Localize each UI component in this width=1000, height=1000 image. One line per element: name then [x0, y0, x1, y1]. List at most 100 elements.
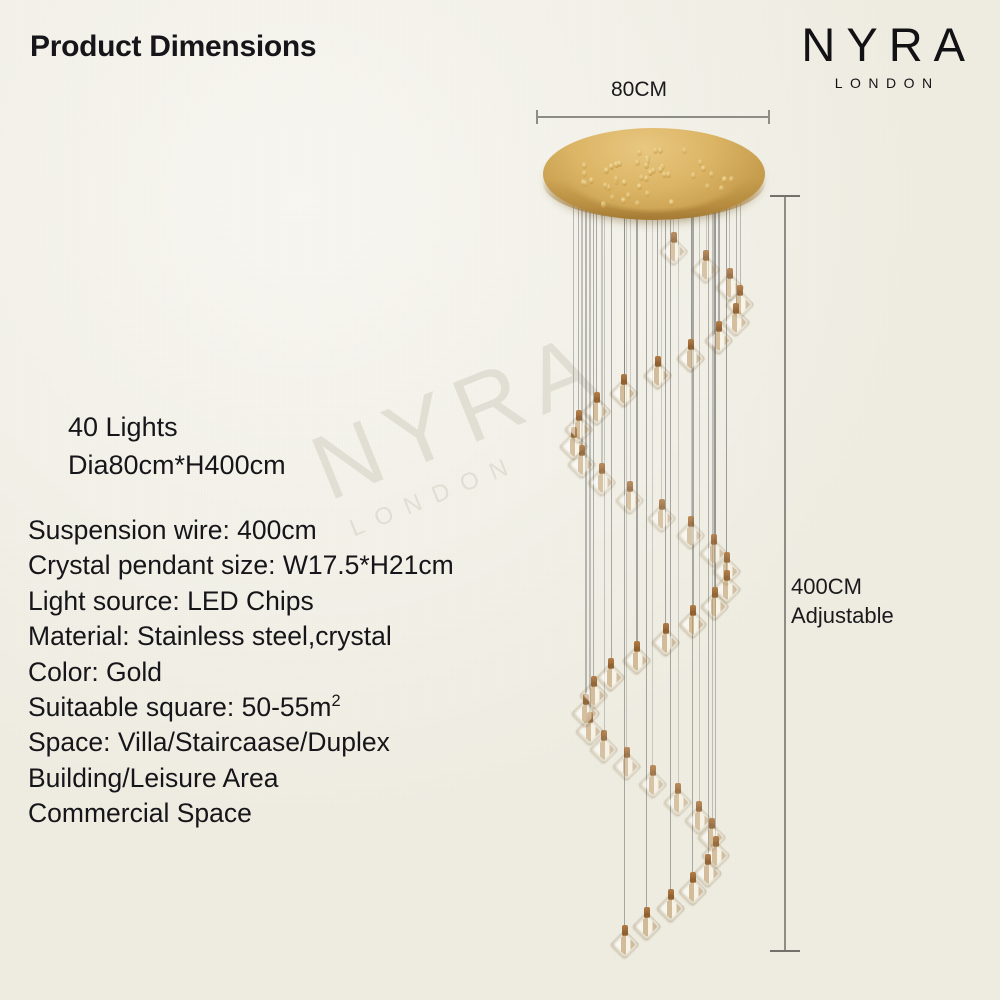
crystal-cube — [659, 237, 689, 267]
suspension-wire — [652, 148, 653, 765]
pendant-cap — [621, 374, 627, 385]
suspension-wire — [714, 190, 715, 587]
spec-item-space: Space: Villa/Staircaase/Duplex — [28, 725, 454, 760]
canopy-bead — [637, 183, 642, 190]
spec-item-color: Color: Gold — [28, 655, 454, 690]
height-dimension-tick-bottom — [770, 950, 800, 952]
pendant-cap — [688, 516, 694, 527]
crystal-cube — [712, 574, 742, 604]
canopy-bead — [653, 147, 658, 154]
pendant-cap — [712, 587, 718, 598]
pendant-cap — [688, 339, 694, 350]
pendant-cap — [634, 641, 640, 652]
page-title: Product Dimensions — [30, 30, 316, 64]
suspension-wire — [646, 197, 647, 907]
suspension-wire — [736, 184, 737, 303]
pendant-cap — [599, 463, 605, 474]
canopy-bead — [639, 174, 644, 181]
spec-item-space-cont-2: Commercial Space — [28, 796, 454, 831]
suspension-wire — [678, 150, 679, 783]
pendant-cap — [727, 268, 733, 279]
canopy-bead — [614, 175, 619, 182]
suspension-wire — [691, 204, 692, 338]
pendant-cap — [627, 481, 633, 492]
suspension-wire — [665, 202, 666, 623]
canopy-bead — [709, 171, 714, 178]
pendant-cap — [624, 747, 630, 758]
crystal-cube — [597, 663, 627, 693]
suspension-wire — [585, 177, 586, 694]
square-meter-exponent: 2 — [331, 692, 340, 710]
canopy-bead — [635, 159, 640, 166]
crystal-cube — [712, 556, 742, 586]
suspension-wire — [596, 197, 597, 392]
pendant-cap — [668, 889, 674, 900]
pendant-cap — [671, 232, 677, 243]
canopy-bead — [589, 177, 594, 184]
pendant-cap — [737, 285, 743, 296]
height-dimension-tick-top — [770, 195, 800, 197]
crystal-cube — [564, 414, 594, 444]
pendant-cap — [696, 801, 702, 812]
canopy-bead — [691, 172, 696, 179]
ceiling-canopy-plate — [543, 128, 765, 220]
spec-item-suitable-square: Suitaable square: 50-55m2 — [28, 690, 454, 725]
pendant-cap — [601, 730, 607, 741]
suspension-wire — [692, 192, 693, 871]
width-dimension-tick-right — [768, 110, 770, 124]
canopy-bead — [582, 170, 587, 177]
canopy-bead — [669, 199, 674, 206]
suspension-wire — [630, 144, 631, 480]
pendant-cap — [659, 499, 665, 510]
canopy-bead — [644, 175, 649, 182]
pendant-cap — [594, 392, 600, 403]
suspension-wire — [712, 165, 713, 818]
pendant-cap — [655, 356, 661, 367]
crystal-cube — [685, 805, 715, 835]
suspension-wire — [706, 145, 707, 249]
pendant-cap — [571, 427, 577, 438]
suspension-wire — [636, 201, 637, 640]
crystal-cube — [610, 930, 640, 960]
pendant-cap — [608, 658, 614, 669]
brand-logo-name: NYRA — [790, 22, 976, 68]
canopy-bead — [614, 178, 619, 185]
canopy-bead — [601, 201, 606, 208]
crystal-cube — [643, 361, 673, 391]
pendant-cap — [713, 836, 719, 847]
suspension-wire — [740, 170, 741, 285]
canopy-bead — [698, 159, 703, 166]
canopy-bead — [610, 194, 615, 201]
pendant-cap — [716, 321, 722, 332]
suspension-wire — [601, 150, 602, 463]
crystal-cube — [721, 308, 751, 338]
spec-item-space-cont-1: Building/Leisure Area — [28, 761, 454, 796]
canopy-bead — [645, 155, 650, 162]
pendant-cap — [709, 818, 715, 829]
suspension-wire — [589, 166, 590, 712]
canopy-bead — [719, 185, 724, 192]
pendant-cap — [733, 303, 739, 314]
canopy-bead — [626, 192, 631, 199]
crystal-cube — [632, 912, 662, 942]
canopy-bead — [648, 169, 653, 176]
width-dimension-line — [536, 116, 770, 118]
canopy-bead — [682, 147, 687, 154]
crystal-cube — [678, 876, 708, 906]
suspension-wire — [691, 147, 692, 516]
canopy-bead — [604, 167, 609, 174]
crystal-cube — [610, 379, 640, 409]
pendant-cap — [650, 765, 656, 776]
suspension-wire — [693, 198, 694, 605]
canopy-bead — [609, 163, 614, 170]
pendant-cap — [703, 250, 709, 261]
canopy-bead — [606, 184, 611, 191]
canopy-bead — [658, 147, 663, 154]
canopy-bead — [658, 166, 663, 173]
suspension-wire — [593, 187, 594, 676]
pendant-cap — [579, 445, 585, 456]
pendant-cap — [644, 907, 650, 918]
canopy-bead — [635, 200, 640, 207]
canopy-bead — [581, 179, 586, 186]
